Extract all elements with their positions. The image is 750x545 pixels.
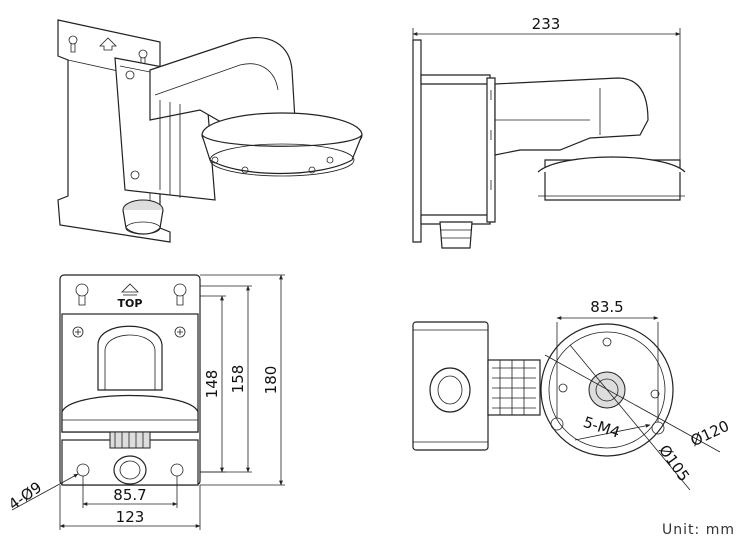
unit-label: Unit: mm bbox=[662, 522, 735, 538]
keyhole-icon bbox=[68, 35, 78, 53]
front-width-total-dimension: 123 bbox=[116, 508, 145, 526]
front-height-mid-dimension: 158 bbox=[229, 365, 247, 394]
cable-gland-icon bbox=[122, 199, 164, 235]
side-width-dimension: 233 bbox=[532, 15, 561, 33]
bottom-view: 83.5 5-M4 Ø120 Ø105 bbox=[412, 298, 732, 491]
dome-hole-spacing-dimension: 83.5 bbox=[590, 298, 623, 316]
mount-holes-dimension: 4-Ø9 bbox=[5, 478, 45, 514]
cable-gland-icon bbox=[109, 431, 151, 485]
cable-gland-icon bbox=[429, 367, 471, 413]
front-hole-spacing-dimension: 85.7 bbox=[113, 486, 146, 504]
keyhole-icon bbox=[173, 283, 187, 306]
front-height-inner-dimension: 148 bbox=[203, 370, 221, 399]
dome-diameter-inner-dimension: Ø105 bbox=[655, 441, 693, 484]
cable-gland-icon bbox=[439, 221, 473, 249]
front-view: TOP 148 bbox=[5, 274, 285, 530]
screw-hole-icon bbox=[558, 383, 568, 393]
screw-hole-icon bbox=[650, 389, 660, 399]
top-arrow-icon bbox=[121, 283, 139, 296]
keyhole-icon bbox=[75, 283, 89, 306]
isometric-view bbox=[57, 19, 363, 243]
screw-icon bbox=[72, 326, 84, 338]
side-view: 233 bbox=[412, 15, 686, 249]
screw-icon bbox=[174, 326, 186, 338]
top-marker-label: TOP bbox=[118, 297, 143, 310]
front-height-total-dimension: 180 bbox=[262, 366, 280, 395]
top-arrow-icon bbox=[99, 37, 117, 51]
dome-diameter-outer-dimension: Ø120 bbox=[688, 417, 732, 450]
screw-hole-icon bbox=[602, 337, 612, 347]
